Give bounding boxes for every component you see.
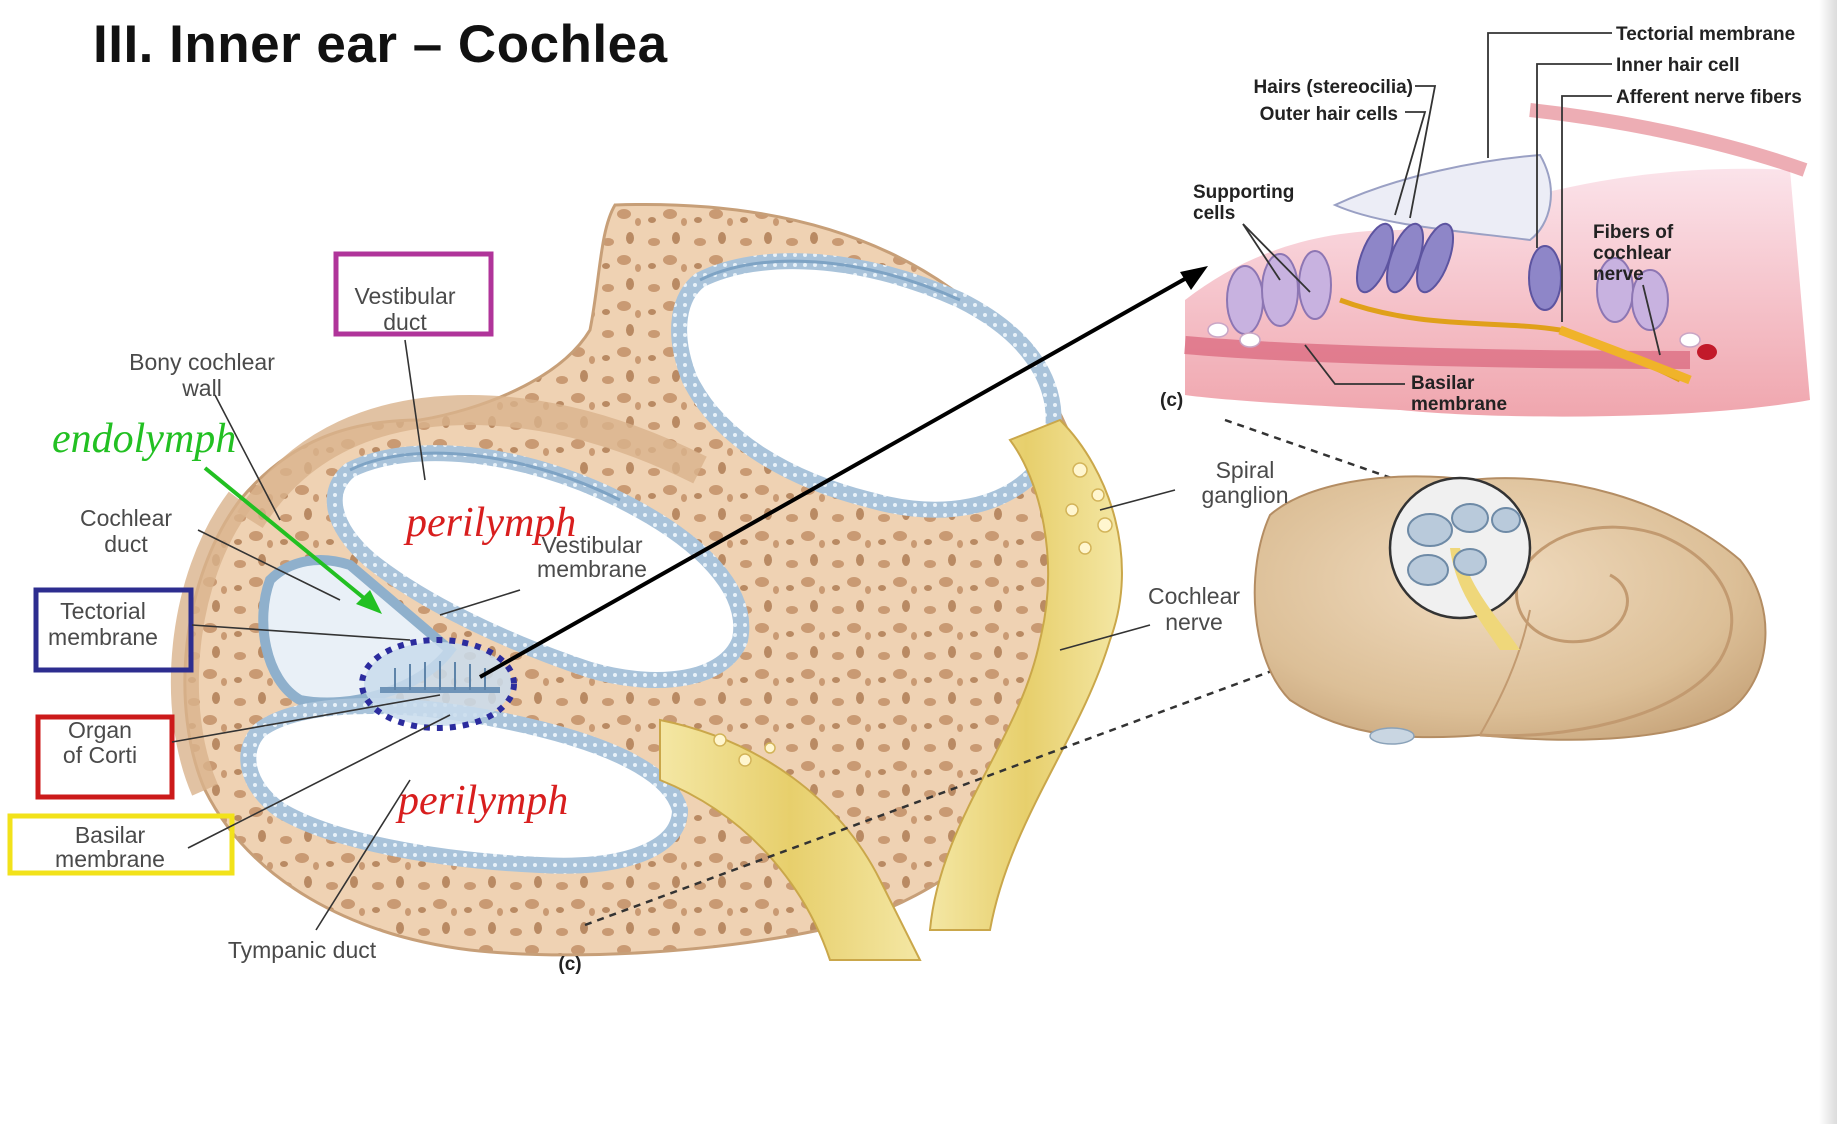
label-cochlear-nerve-2: nerve (1165, 609, 1223, 635)
label-vestibular-duct-2: duct (383, 309, 427, 335)
pointer-arrowhead (1180, 266, 1208, 290)
inset-label-supporting-cells-1: Supporting (1193, 182, 1294, 203)
label-basilar-membrane-1: Basilar (75, 822, 146, 848)
annotation-perilymph-lower: perilymph (395, 778, 568, 824)
label-tectorial-membrane-1: Tectorial (60, 598, 146, 624)
inset-label-fibers-3: nerve (1593, 264, 1644, 285)
annotation-perilymph-upper: perilymph (403, 500, 576, 546)
cochlea-cross-section (185, 204, 1122, 960)
inset-label-basilar-membrane-1: Basilar (1411, 373, 1475, 394)
label-tympanic-duct: Tympanic duct (228, 937, 377, 963)
inset-label-afferent-nerve-fibers: Afferent nerve fibers (1616, 87, 1802, 108)
inset-label-panel-c: (c) (1160, 390, 1183, 411)
inset-label-hairs-stereocilia: Hairs (stereocilia) (1254, 77, 1413, 98)
label-organ-of-corti-1: Organ (68, 717, 132, 743)
inset-label-basilar-membrane-2: membrane (1411, 394, 1507, 415)
label-tectorial-membrane-2: membrane (48, 624, 158, 650)
label-panel-c-main: (c) (558, 954, 581, 975)
inset-label-supporting-cells-2: cells (1193, 203, 1235, 224)
label-cochlear-duct-2: duct (104, 531, 148, 557)
label-cochlear-duct-1: Cochlear (80, 505, 172, 531)
inset-label-fibers-2: cochlear (1593, 243, 1672, 264)
label-cochlear-nerve-1: Cochlear (1148, 583, 1240, 609)
label-spiral-ganglion-1: Spiral (1216, 457, 1275, 483)
inset-label-tectorial-membrane: Tectorial membrane (1616, 24, 1795, 45)
label-bony-cochlear-wall-1: Bony cochlear (129, 349, 275, 375)
label-bony-cochlear-wall-2: wall (181, 375, 222, 401)
inset-label-inner-hair-cell: Inner hair cell (1616, 55, 1740, 76)
organ-of-corti-inset (1185, 110, 1810, 417)
label-basilar-membrane-2: membrane (55, 846, 165, 872)
inset-label-fibers-1: Fibers of (1593, 222, 1674, 243)
label-organ-of-corti-2: of Corti (63, 742, 137, 768)
annotation-endolymph: endolymph (52, 416, 236, 462)
label-spiral-ganglion-2: ganglion (1202, 482, 1289, 508)
label-vestibular-membrane-2: membrane (537, 556, 647, 582)
cochlea-shell (1255, 476, 1766, 744)
inset-label-outer-hair-cells: Outer hair cells (1260, 104, 1398, 125)
label-vestibular-duct-1: Vestibular (354, 283, 455, 309)
